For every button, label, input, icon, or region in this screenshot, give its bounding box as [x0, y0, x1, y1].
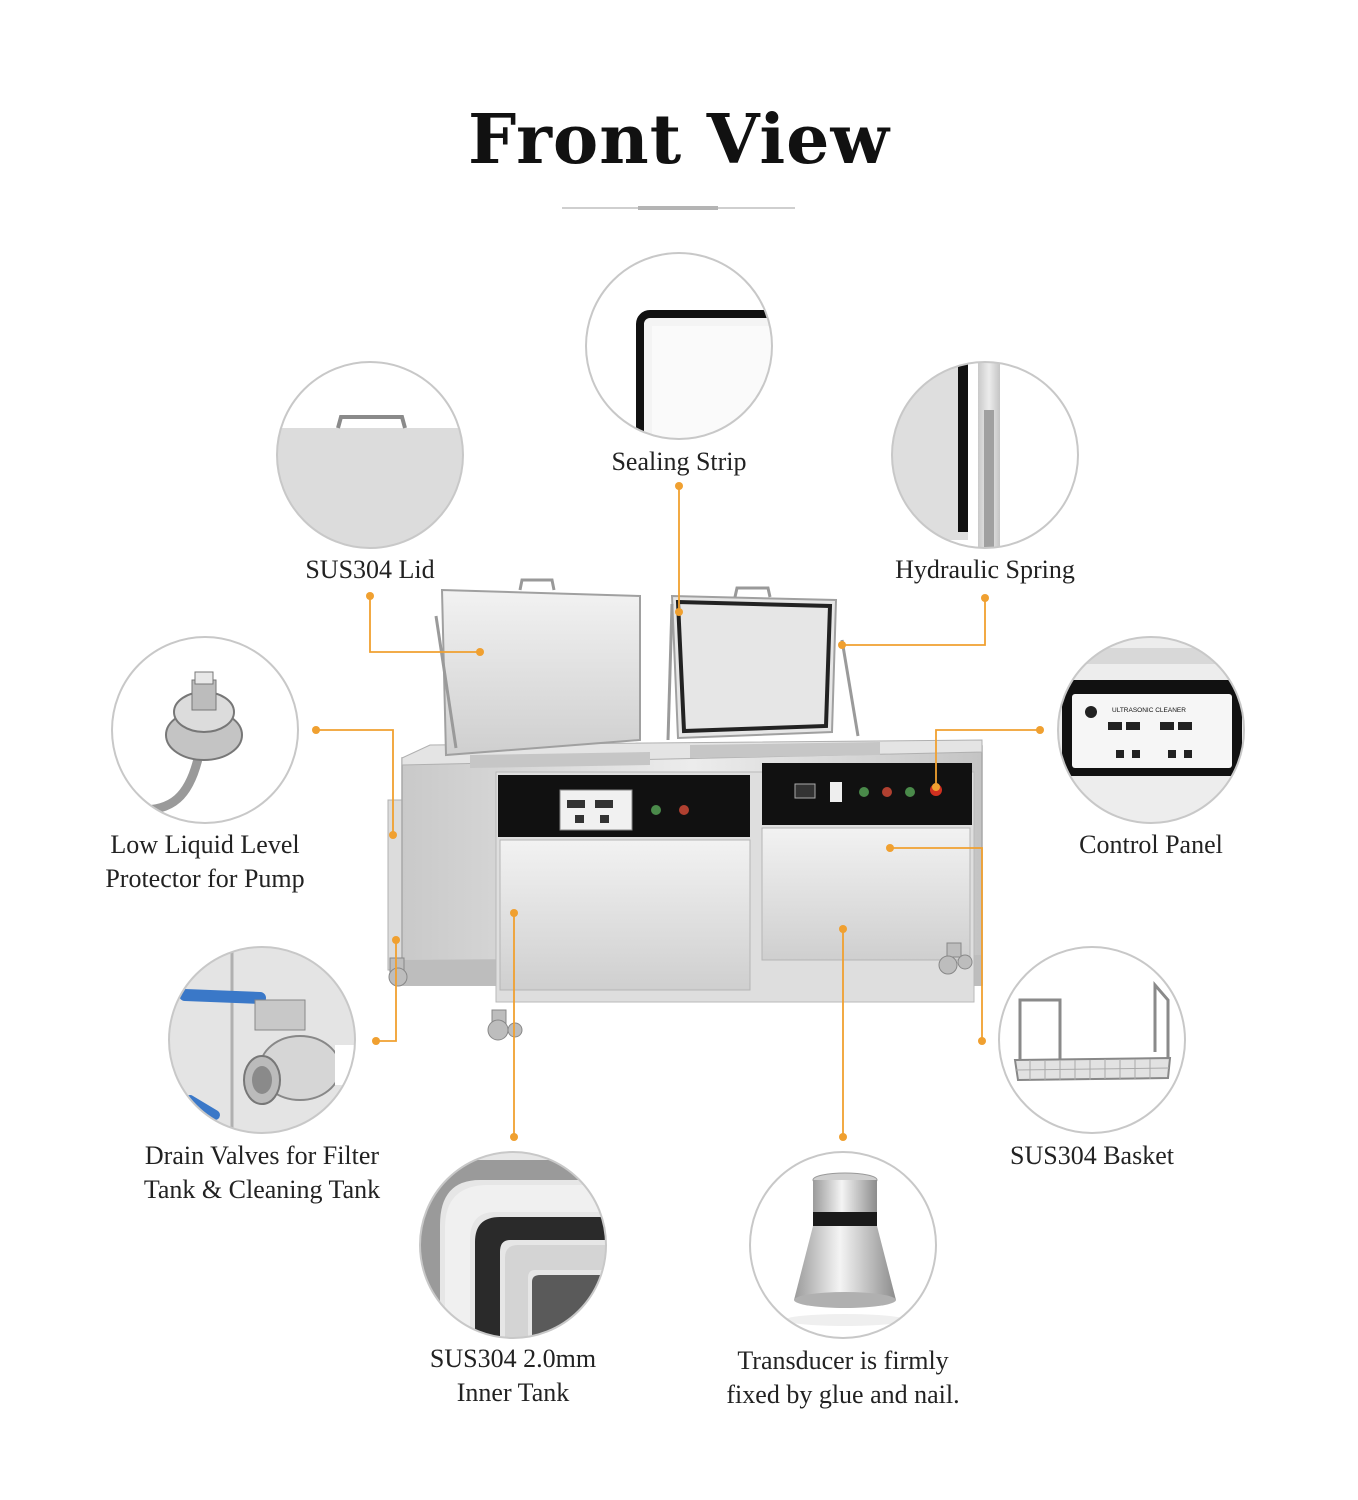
- inner-tank-detail: [419, 1151, 607, 1339]
- label-drain-line1: Drain Valves for Filter: [144, 1141, 380, 1170]
- transducer-detail: [749, 1151, 937, 1339]
- label-low-level-protector: Low Liquid Level Protector for Pump: [80, 828, 330, 896]
- lid-detail: [276, 361, 464, 549]
- leader-dots: [312, 482, 1044, 1141]
- hydraulic-spring-detail: [891, 361, 1079, 549]
- label-lid: SUS304 Lid: [305, 555, 435, 584]
- control-panel-brand: ULTRASONIC CLEANER: [1112, 707, 1186, 714]
- sealing-strip-detail: [585, 252, 773, 440]
- page-title: Front View: [468, 100, 890, 180]
- label-inner-tank-line1: SUS304 2.0mm: [429, 1344, 597, 1373]
- label-basket: SUS304 Basket: [1010, 1141, 1174, 1170]
- label-control-panel: Control Panel: [1079, 830, 1223, 859]
- ultrasonic-cleaner-machine: [387, 578, 983, 1041]
- label-low-level-line2: Protector for Pump: [105, 864, 305, 893]
- right-lid: [670, 594, 838, 740]
- control-panel-detail: ULTRASONIC CLEANER: [1057, 636, 1245, 824]
- low-level-protector-detail: [111, 636, 299, 824]
- label-drain-valves: Drain Valves for Filter Tank & Cleaning …: [122, 1139, 402, 1207]
- leader-lines: [316, 486, 1040, 1137]
- label-drain-line2: Tank & Cleaning Tank: [143, 1175, 381, 1204]
- label-transducer-line2: fixed by glue and nail.: [726, 1380, 960, 1409]
- label-inner-tank-line2: Inner Tank: [456, 1378, 570, 1407]
- drain-valves-detail: [168, 946, 356, 1134]
- label-low-level-line1: Low Liquid Level: [110, 830, 300, 859]
- label-transducer: Transducer is firmly fixed by glue and n…: [693, 1344, 993, 1412]
- label-transducer-line1: Transducer is firmly: [737, 1346, 949, 1375]
- label-sealing-strip: Sealing Strip: [611, 447, 747, 476]
- label-hydraulic-spring: Hydraulic Spring: [895, 555, 1075, 584]
- left-lid: [440, 588, 641, 757]
- label-inner-tank: SUS304 2.0mm Inner Tank: [403, 1342, 623, 1410]
- left-display: [559, 789, 633, 831]
- basket-detail: [998, 946, 1186, 1134]
